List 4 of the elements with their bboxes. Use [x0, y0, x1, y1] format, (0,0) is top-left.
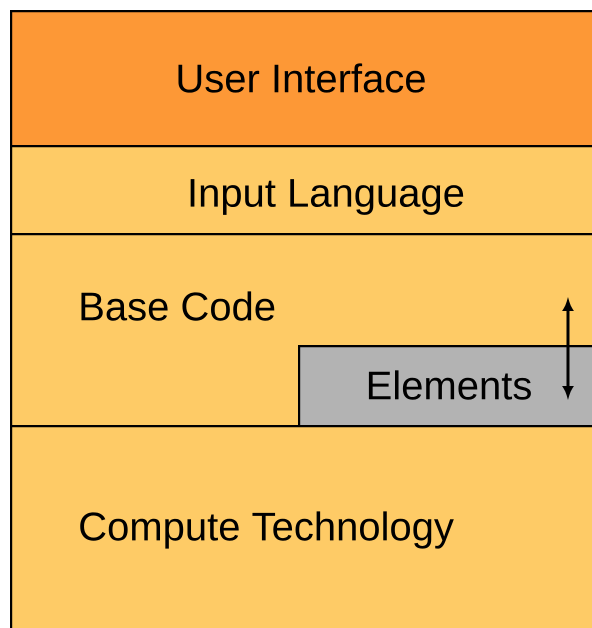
layer-band: User Interface [10, 10, 592, 148]
element-box: Elements [298, 345, 592, 428]
layer-band: Compute Technology [10, 425, 592, 628]
layer-band: Input Language [10, 145, 592, 236]
